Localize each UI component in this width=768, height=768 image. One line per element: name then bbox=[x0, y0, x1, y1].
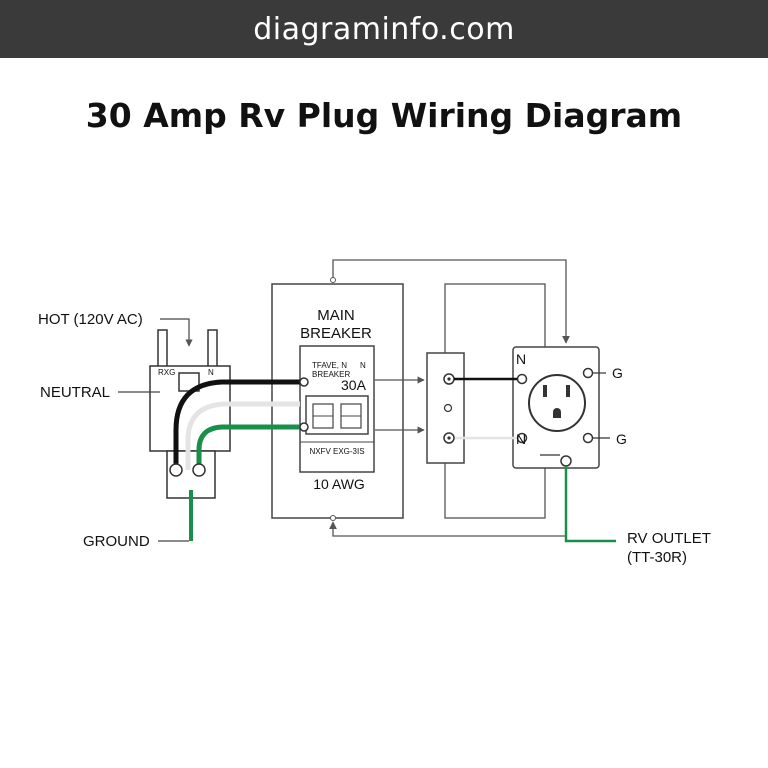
breaker-rating: 30A bbox=[341, 377, 367, 393]
plug-terminal-ground bbox=[192, 463, 206, 477]
outlet-slot-right bbox=[566, 385, 570, 397]
junction-terminal-mid bbox=[443, 403, 453, 413]
site-name: diagraminfo.com bbox=[253, 11, 515, 47]
breaker-terminal-ground bbox=[299, 422, 309, 432]
outlet-slot-left bbox=[543, 385, 547, 397]
rv-outlet: N N G G bbox=[512, 346, 627, 469]
outlet-label-g-top: G bbox=[612, 365, 623, 381]
breaker-inner-label2: BREAKER bbox=[312, 370, 350, 379]
breaker-bottom-label: NXFV EXG-3IS bbox=[309, 447, 364, 456]
junction-block bbox=[426, 352, 465, 464]
site-banner: diagraminfo.com bbox=[0, 0, 768, 58]
outlet-label-n-bottom: N bbox=[516, 431, 526, 447]
outlet-face bbox=[528, 374, 586, 432]
label-rv-outlet-line1: RV OUTLET bbox=[627, 530, 711, 547]
diagram-title: 30 Amp Rv Plug Wiring Diagram bbox=[85, 96, 683, 135]
plug-terminal-hot bbox=[169, 463, 183, 477]
plug-prong-left bbox=[157, 329, 168, 371]
hot-leader bbox=[160, 318, 193, 347]
outlet-n-terminal-top bbox=[516, 373, 528, 385]
breaker-title-line1: MAIN bbox=[317, 307, 355, 324]
outlet-ground-lug bbox=[560, 455, 572, 467]
label-hot: HOT (120V AC) bbox=[38, 311, 143, 328]
wires bbox=[173, 377, 616, 543]
wire-ground bbox=[196, 424, 304, 470]
bottom-return-line bbox=[329, 473, 567, 537]
wire-gauge-label: 10 AWG bbox=[313, 476, 365, 492]
plug-tag-n: N bbox=[208, 368, 214, 377]
outlet-n-terminal-bottom bbox=[516, 432, 528, 444]
wire-ground-outlet bbox=[564, 466, 616, 543]
outlet-ground-slot bbox=[553, 408, 561, 418]
plug-tag: RXG bbox=[158, 368, 175, 377]
outlet-g-terminal-bottom bbox=[582, 432, 594, 444]
wire-neutral bbox=[185, 401, 300, 470]
label-neutral: NEUTRAL bbox=[40, 384, 110, 401]
bottom-return-dot bbox=[330, 515, 336, 521]
plug: RXG N bbox=[149, 329, 231, 499]
junction-terminal-top-core bbox=[447, 377, 451, 381]
breaker-terminal-hot bbox=[299, 377, 309, 387]
breaker-title-line2: BREAKER bbox=[300, 325, 372, 342]
outlet-g-terminal-top bbox=[582, 367, 594, 379]
label-rv-outlet-line2: (TT-30R) bbox=[627, 549, 687, 566]
breaker-enclosure bbox=[271, 283, 404, 519]
top-feed-dot bbox=[330, 277, 336, 283]
outlet-label-n-top: N bbox=[516, 351, 526, 367]
plug-prong-right bbox=[207, 329, 218, 371]
breaker-panel: MAIN BREAKER TFAVE, N N BREAKER 30A NXFV… bbox=[271, 283, 404, 519]
label-ground: GROUND bbox=[83, 533, 150, 550]
breaker-inner-mark: N bbox=[360, 361, 366, 370]
wire-hot bbox=[173, 379, 304, 470]
top-feed-line bbox=[332, 259, 570, 344]
breaker-inner-label1: TFAVE, N bbox=[312, 361, 347, 370]
junction-terminal-bottom-core bbox=[447, 436, 451, 440]
outlet-label-g-bottom: G bbox=[616, 431, 627, 447]
